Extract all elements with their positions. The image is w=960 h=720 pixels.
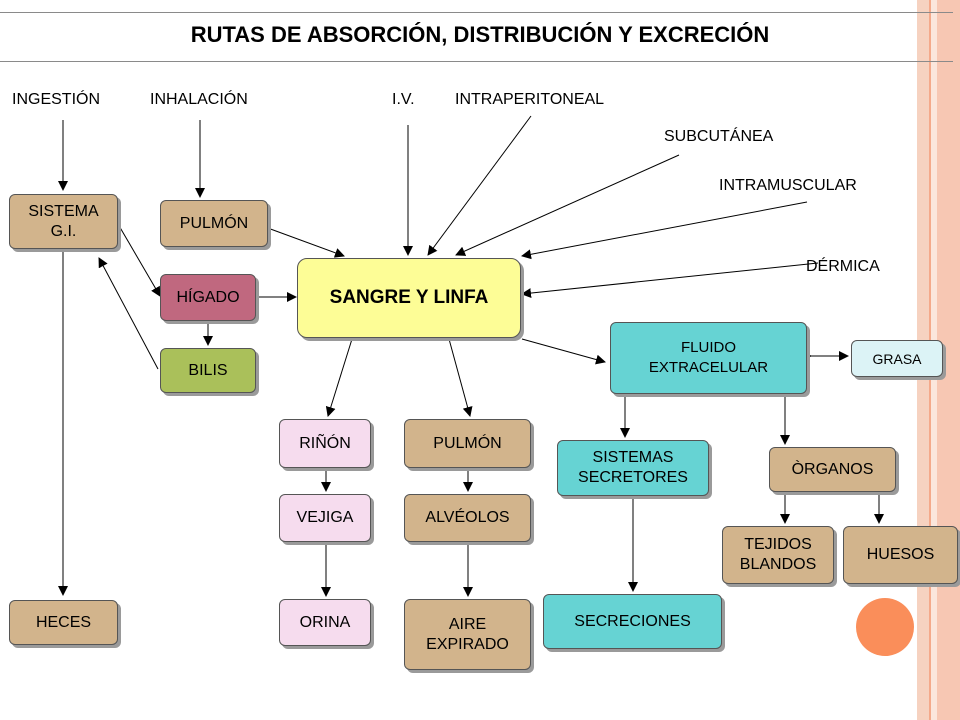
route-label-inhalacion: INHALACIÓN: [150, 91, 248, 108]
node-sistema-gi: SISTEMA G.I.: [9, 194, 118, 249]
node-secreciones: SECRECIONES: [543, 594, 722, 649]
node-pulmon-bottom: PULMÓN: [404, 419, 531, 468]
route-label-subcutanea: SUBCUTÁNEA: [664, 128, 774, 145]
node-tejidos-blandos: TEJIDOS BLANDOS: [722, 526, 834, 584]
arrow-pulmon-to-sangre: [264, 226, 345, 258]
arrow-subcutanea-to-sangre: [455, 154, 680, 256]
diagram-title: RUTAS DE ABSORCIÓN, DISTRIBUCIÓN Y EXCRE…: [190, 22, 770, 47]
route-label-iv: I.V.: [392, 91, 415, 108]
arrow-intraperitoneal-to-sangre: [427, 115, 532, 256]
arrow-dermica-to-sangre: [521, 262, 819, 299]
arrow-intramuscular-to-sangre: [521, 201, 808, 260]
node-vejiga: VEJIGA: [279, 494, 371, 542]
route-label-dermica: DÉRMICA: [806, 258, 880, 275]
node-huesos: HUESOS: [843, 526, 958, 584]
node-sistemas-secretores: SISTEMAS SECRETORES: [557, 440, 709, 496]
arrow-sangre-to-fluido: [521, 338, 606, 365]
node-alveolos: ALVÉOLOS: [404, 494, 531, 542]
node-pulmon-top: PULMÓN: [160, 200, 268, 247]
arrow-bilis-to-gi: [98, 257, 159, 370]
node-higado: HÍGADO: [160, 274, 256, 321]
node-grasa: GRASA: [851, 340, 943, 377]
node-organos: ÒRGANOS: [769, 447, 896, 492]
node-fluido-extracelular: FLUIDO EXTRACELULAR: [610, 322, 807, 394]
node-sangre-y-linfa: SANGRE Y LINFA: [297, 258, 521, 338]
node-aire-expirado: AIRE EXPIRADO: [404, 599, 531, 670]
node-bilis: BILIS: [160, 348, 256, 393]
decorative-circle: [856, 598, 914, 656]
node-heces: HECES: [9, 600, 118, 645]
node-rinon: RIÑÓN: [279, 419, 371, 468]
node-orina: ORINA: [279, 599, 371, 646]
arrow-sangre-to-pulmon: [448, 338, 473, 417]
route-label-intraperitoneal: INTRAPERITONEAL: [455, 91, 605, 108]
route-label-intramuscular: INTRAMUSCULAR: [719, 177, 857, 194]
arrow-gi-to-higado: [117, 223, 161, 297]
arrow-sangre-to-rinon: [325, 338, 353, 417]
route-label-ingestion: INGESTIÓN: [12, 91, 101, 108]
title-rule-bottom: [0, 61, 953, 62]
title-rule-top: [0, 12, 953, 13]
